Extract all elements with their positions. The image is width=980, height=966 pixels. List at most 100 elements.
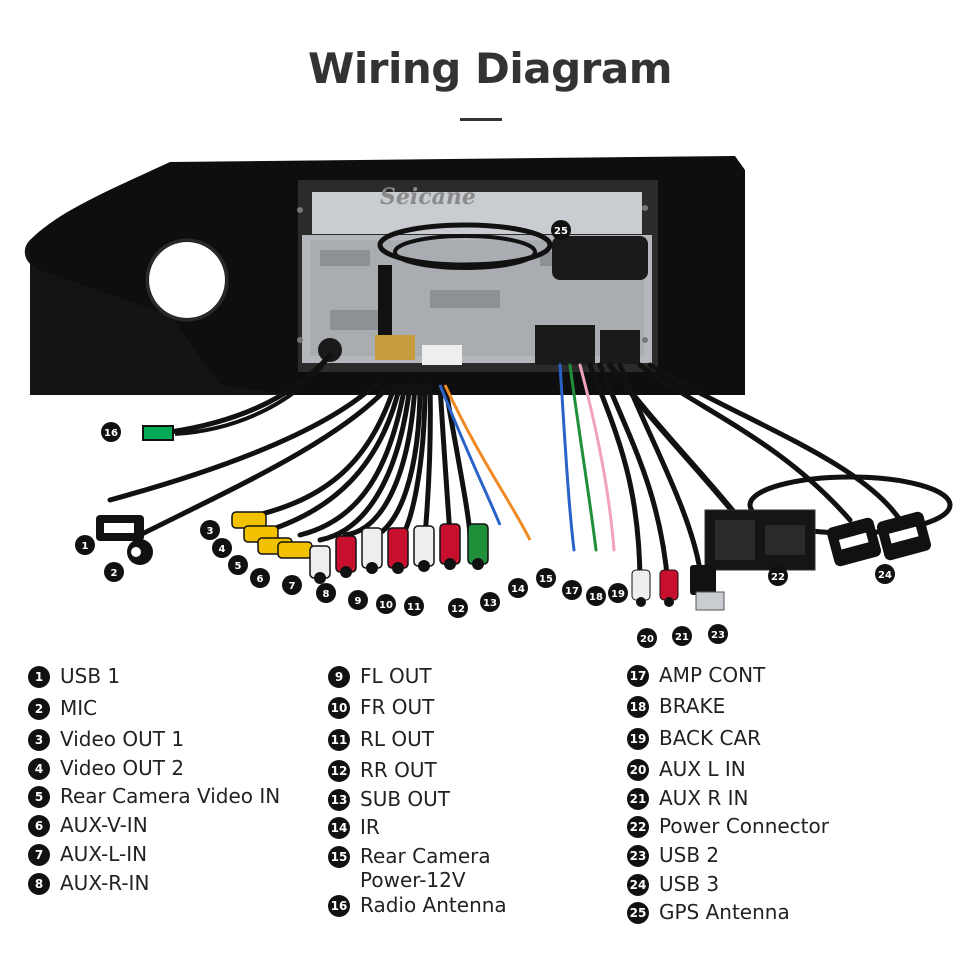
legend-number: 19 xyxy=(627,728,649,750)
svg-text:12: 12 xyxy=(451,604,465,615)
legend-number: 22 xyxy=(627,816,649,838)
legend-number: 4 xyxy=(28,758,50,780)
legend-label: Power Connector xyxy=(659,814,829,838)
legend-number: 25 xyxy=(627,902,649,924)
legend-number: 8 xyxy=(28,873,50,895)
legend-label-line2: Power-12V xyxy=(360,868,466,892)
radio-antenna-plug xyxy=(142,425,174,441)
svg-text:9: 9 xyxy=(355,596,362,607)
legend-item: 16 Radio Antenna xyxy=(328,893,507,917)
legend-item: 3 Video OUT 1 xyxy=(28,727,184,751)
svg-text:4: 4 xyxy=(219,544,226,555)
legend-item: 18 BRAKE xyxy=(627,694,725,718)
legend-label: SUB OUT xyxy=(360,787,451,811)
legend-item: 17 AMP CONT xyxy=(627,663,765,687)
legend-label: BRAKE xyxy=(659,694,726,718)
legend-item: 23 USB 2 xyxy=(627,843,719,867)
legend-label: FR OUT xyxy=(360,695,435,719)
legend-number: 3 xyxy=(28,729,50,751)
legend-label: USB 1 xyxy=(60,664,121,688)
svg-text:14: 14 xyxy=(511,584,525,595)
bezel-hole xyxy=(149,242,225,318)
page-title: Wiring Diagram xyxy=(308,44,672,93)
legend-item: 25 GPS Antenna xyxy=(627,900,790,924)
legend-label: Radio Antenna xyxy=(360,893,507,917)
legend-item: 10 FR OUT xyxy=(328,695,434,719)
legend-label: Rear Camera Power-12V xyxy=(360,844,491,892)
svg-text:19: 19 xyxy=(611,589,625,600)
svg-text:7: 7 xyxy=(289,581,296,592)
legend-label: AUX L IN xyxy=(659,757,746,781)
legend-label: IR xyxy=(360,815,380,839)
legend-number: 11 xyxy=(328,729,350,751)
legend-item: 15 Rear Camera Power-12V xyxy=(328,844,491,892)
legend-item: 24 USB 3 xyxy=(627,872,719,896)
legend-label: AMP CONT xyxy=(659,663,766,687)
legend-item: 14 IR xyxy=(328,815,380,839)
legend-label: BACK CAR xyxy=(659,726,762,750)
svg-text:2: 2 xyxy=(111,568,118,579)
legend-item: 22 Power Connector xyxy=(627,814,829,838)
legend-label: MIC xyxy=(60,696,98,720)
legend-number: 5 xyxy=(28,786,50,808)
legend-item: 9 FL OUT xyxy=(328,664,432,688)
legend-number: 12 xyxy=(328,760,350,782)
legend-item: 19 BACK CAR xyxy=(627,726,761,750)
legend-item: 8 AUX-R-IN xyxy=(28,871,149,895)
svg-text:21: 21 xyxy=(675,632,689,643)
legend-number: 20 xyxy=(627,759,649,781)
legend-label: AUX-V-IN xyxy=(60,813,148,837)
legend-label: RL OUT xyxy=(360,727,434,751)
legend-number: 24 xyxy=(627,874,649,896)
legend-number: 15 xyxy=(328,846,350,868)
legend-label: FL OUT xyxy=(360,664,432,688)
svg-text:18: 18 xyxy=(589,592,603,603)
legend-label: USB 2 xyxy=(659,843,720,867)
legend-number: 23 xyxy=(627,845,649,867)
wiring-diagram-illustration: Seicane xyxy=(24,156,953,648)
gps-antenna-puck xyxy=(552,236,648,280)
usb2-plug xyxy=(690,565,716,595)
svg-text:22: 22 xyxy=(771,572,785,583)
legend-item: 21 AUX R IN xyxy=(627,786,749,810)
legend-number: 14 xyxy=(328,817,350,839)
svg-text:1: 1 xyxy=(82,541,89,552)
legend-number: 10 xyxy=(328,697,350,719)
legend-label: AUX-L-IN xyxy=(60,842,148,866)
legend-item: 5 Rear Camera Video IN xyxy=(28,784,280,808)
legend-item: 11 RL OUT xyxy=(328,727,434,751)
legend-number: 13 xyxy=(328,789,350,811)
svg-text:8: 8 xyxy=(323,589,330,600)
legend-label: Rear Camera Video IN xyxy=(60,784,281,808)
legend-number: 7 xyxy=(28,844,50,866)
legend-item: 12 RR OUT xyxy=(328,758,437,782)
svg-text:5: 5 xyxy=(235,561,242,572)
legend-number: 6 xyxy=(28,815,50,837)
svg-text:11: 11 xyxy=(407,602,421,613)
brand-watermark: Seicane xyxy=(380,184,476,210)
legend-item: 1 USB 1 xyxy=(28,664,120,688)
legend-item: 6 AUX-V-IN xyxy=(28,813,148,837)
legend-item: 7 AUX-L-IN xyxy=(28,842,147,866)
svg-text:16: 16 xyxy=(104,428,118,439)
legend-label-line1: Rear Camera xyxy=(360,844,491,868)
legend-label: Video OUT 1 xyxy=(60,727,185,751)
legend-item: 20 AUX L IN xyxy=(627,757,746,781)
legend-label: Video OUT 2 xyxy=(60,756,185,780)
legend-number: 17 xyxy=(627,665,649,687)
legend-number: 16 xyxy=(328,895,350,917)
svg-text:10: 10 xyxy=(379,600,393,611)
svg-text:23: 23 xyxy=(711,630,725,641)
legend-item: 13 SUB OUT xyxy=(328,787,450,811)
legend-label: RR OUT xyxy=(360,758,437,782)
legend-label: AUX-R-IN xyxy=(60,871,150,895)
title-divider xyxy=(460,118,502,121)
legend-number: 21 xyxy=(627,788,649,810)
legend-number: 9 xyxy=(328,666,350,688)
svg-text:25: 25 xyxy=(554,226,568,237)
legend-item: 2 MIC xyxy=(28,696,97,720)
legend-label: USB 3 xyxy=(659,872,720,896)
legend-number: 1 xyxy=(28,666,50,688)
legend-number: 2 xyxy=(28,698,50,720)
legend-label: AUX R IN xyxy=(659,786,749,810)
